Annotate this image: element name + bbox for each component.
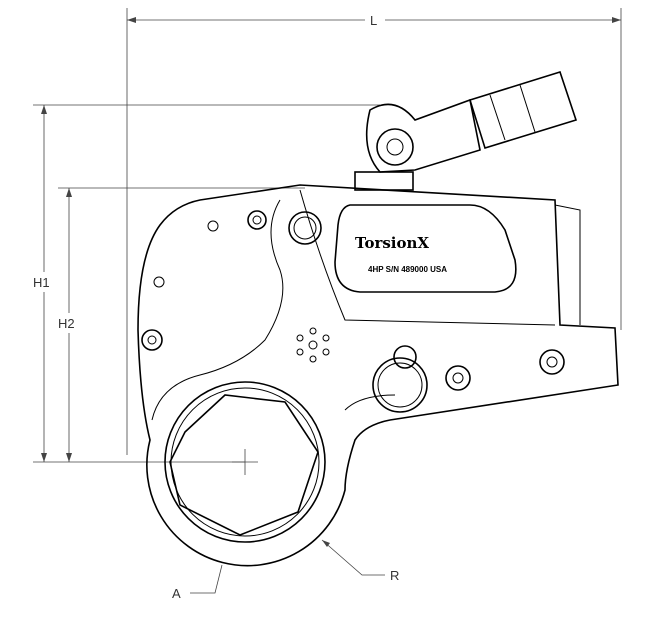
dimension-h2: H2 [58,187,305,462]
label-r: R [390,568,399,583]
brand-logo: TorsionX [355,234,429,252]
label-h2: H2 [58,316,75,331]
serial-number: 4HP S/N 489000 USA [368,265,447,274]
label-a: A [172,586,181,601]
dimension-a: A [172,564,223,601]
dimension-l: L [126,8,622,455]
wrench-body: TorsionX 4HP S/N 489000 USA [137,71,619,567]
label-l: L [370,13,377,28]
dimension-r: R [321,539,399,583]
label-h1: H1 [33,275,50,290]
dimension-h1: H1 [33,104,380,463]
